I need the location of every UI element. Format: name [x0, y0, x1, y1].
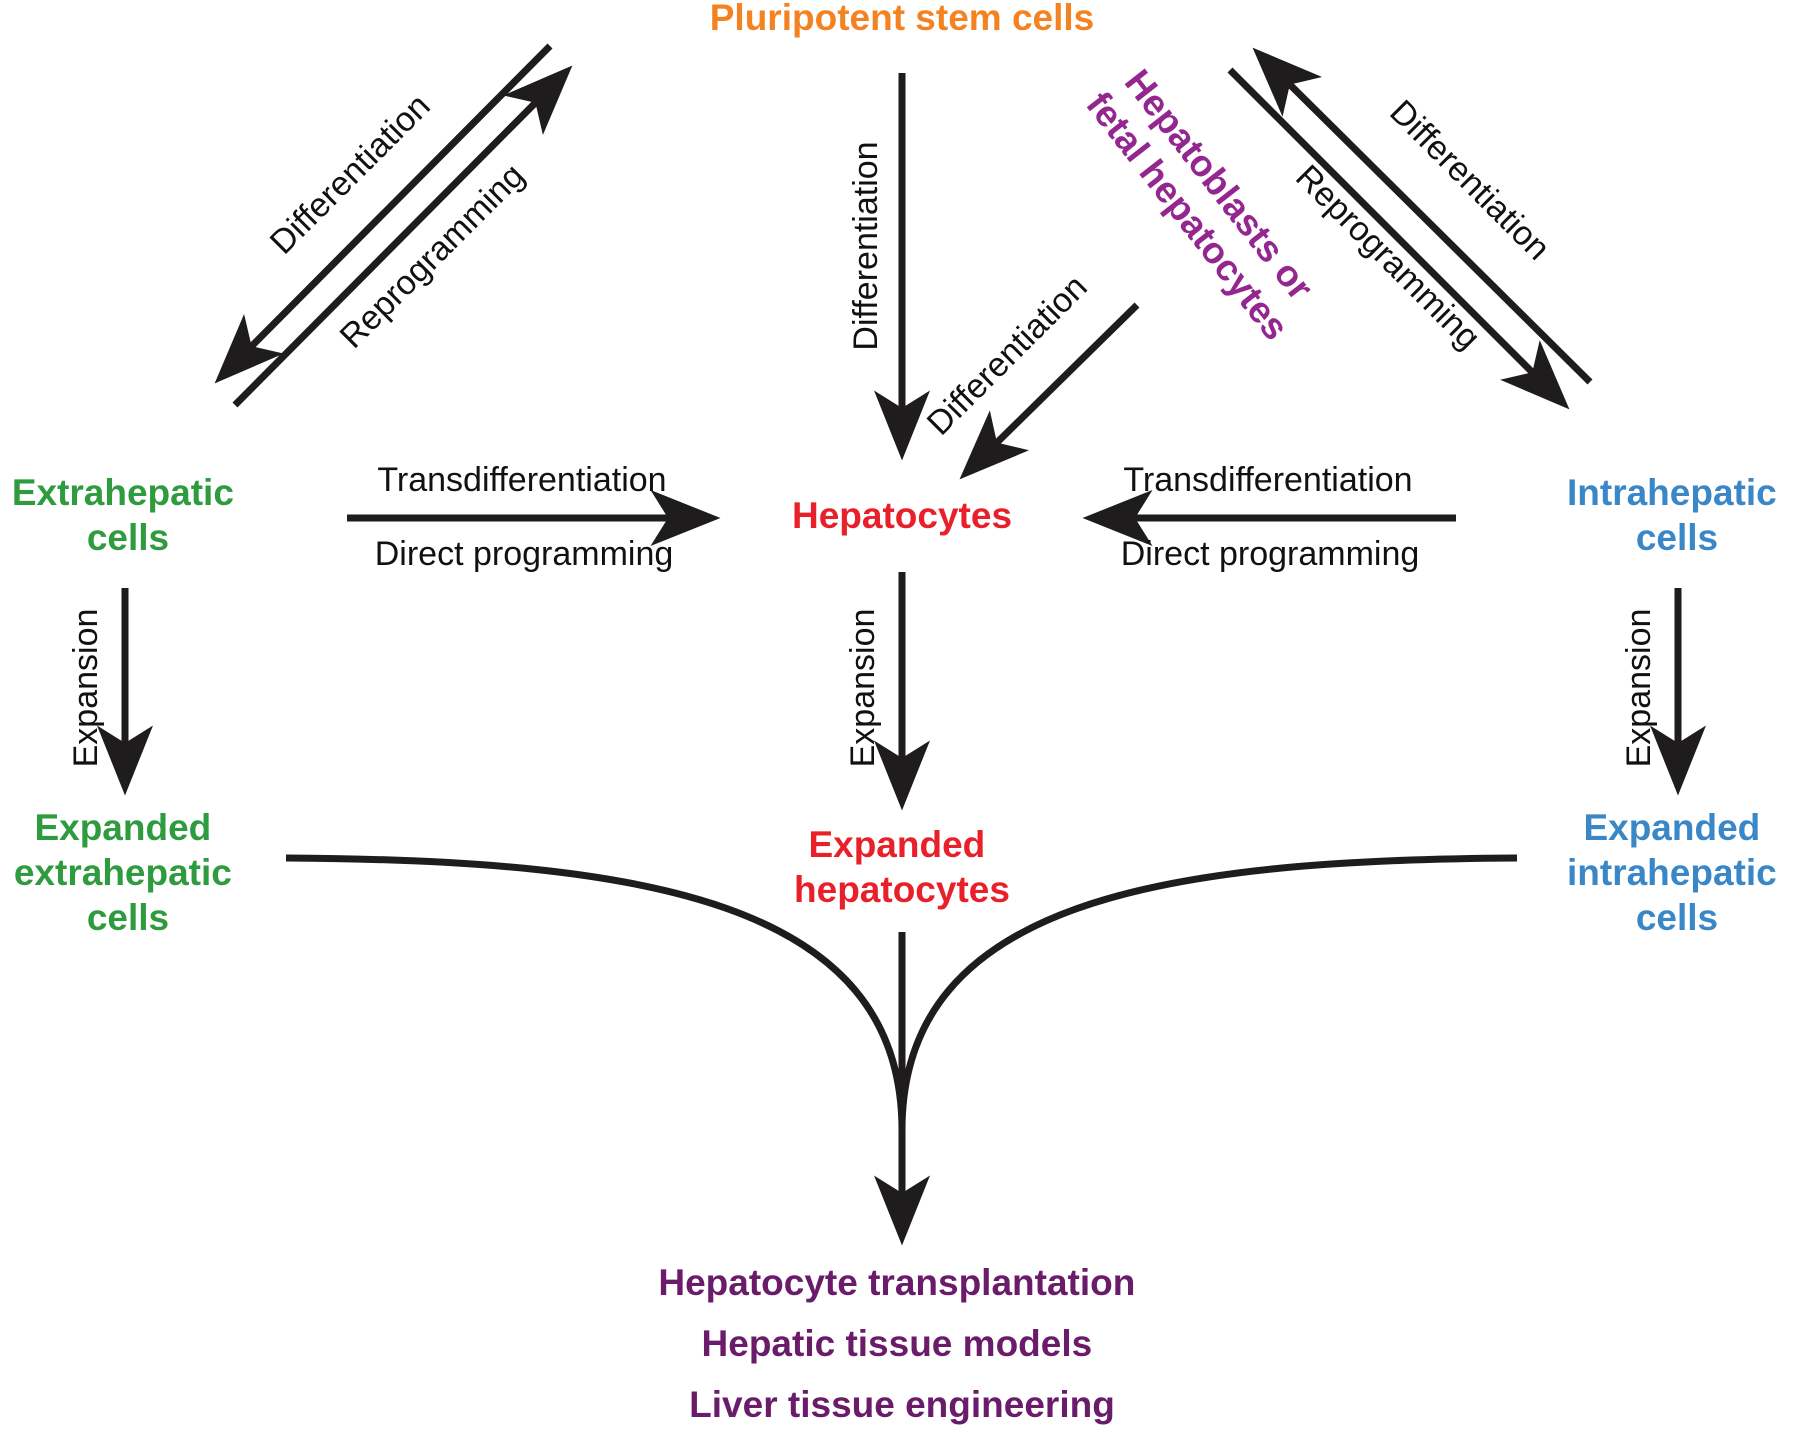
label-expansion-center: Expansion — [844, 609, 882, 768]
expanded-extrahepatic-line-2: extrahepatic — [14, 852, 232, 893]
expanded-hepatocytes-line-1: Expanded — [808, 824, 985, 865]
expanded-intrahepatic-line-2: intrahepatic — [1567, 852, 1777, 893]
curve-from-expanded-intrahepatic — [898, 854, 1518, 1131]
label-differentiation-hepatoblasts: Differentiation — [920, 268, 1095, 443]
application-3: Liver tissue engineering — [689, 1384, 1115, 1425]
node-hepatocytes: Hepatocytes — [792, 495, 1012, 536]
label-transdifferentiation-right: Transdifferentiation — [1123, 461, 1412, 499]
node-extrahepatic-cells: Extrahepatic cells — [12, 472, 244, 558]
expanded-extrahepatic-line-1: Expanded — [34, 807, 211, 848]
label-differentiation-psc-extra: Differentiation — [263, 87, 438, 262]
extrahepatic-line-1: Extrahepatic — [12, 472, 234, 513]
application-1: Hepatocyte transplantation — [658, 1262, 1135, 1303]
label-differentiation-psc-hep: Differentiation — [847, 141, 885, 350]
arrow-intrahepatic-to-psc — [1252, 47, 1593, 385]
extrahepatic-line-2: cells — [87, 517, 169, 558]
arrow-psc-to-extrahepatic — [214, 43, 553, 384]
arrow-extrahepatic-to-psc — [232, 65, 573, 408]
label-expansion-left: Expansion — [67, 609, 105, 768]
label-direct-programming-left: Direct programming — [375, 535, 674, 573]
expanded-intrahepatic-line-1: Expanded — [1583, 807, 1760, 848]
label-direct-programming-right: Direct programming — [1121, 535, 1420, 573]
node-pluripotent-stem-cells: Pluripotent stem cells — [710, 0, 1095, 38]
arrow-hepatoblasts-to-hepatocytes — [959, 302, 1140, 480]
node-expanded-hepatocytes: Expanded hepatocytes — [794, 824, 1010, 910]
node-expanded-intrahepatic: Expanded intrahepatic cells — [1567, 807, 1787, 938]
curve-from-expanded-extrahepatic — [285, 854, 906, 1131]
applications-list: Hepatocyte transplantation Hepatic tissu… — [658, 1262, 1145, 1425]
label-transdifferentiation-left: Transdifferentiation — [377, 461, 666, 499]
node-intrahepatic-cells: Intrahepatic cells — [1567, 472, 1787, 558]
node-hepatoblasts: Hepatoblasts or fetal hepatocytes — [1078, 57, 1331, 348]
expanded-intrahepatic-line-3: cells — [1636, 897, 1718, 938]
intrahepatic-line-1: Intrahepatic — [1567, 472, 1777, 513]
application-2: Hepatic tissue models — [702, 1323, 1093, 1364]
expanded-hepatocytes-line-2: hepatocytes — [794, 869, 1010, 910]
expanded-extrahepatic-line-3: cells — [87, 897, 169, 938]
label-differentiation-intra-psc: Differentiation — [1382, 93, 1557, 268]
intrahepatic-line-2: cells — [1636, 517, 1718, 558]
label-expansion-right: Expansion — [1620, 609, 1658, 768]
node-expanded-extrahepatic: Expanded extrahepatic cells — [14, 807, 242, 938]
arrow-psc-to-intrahepatic — [1227, 67, 1570, 410]
